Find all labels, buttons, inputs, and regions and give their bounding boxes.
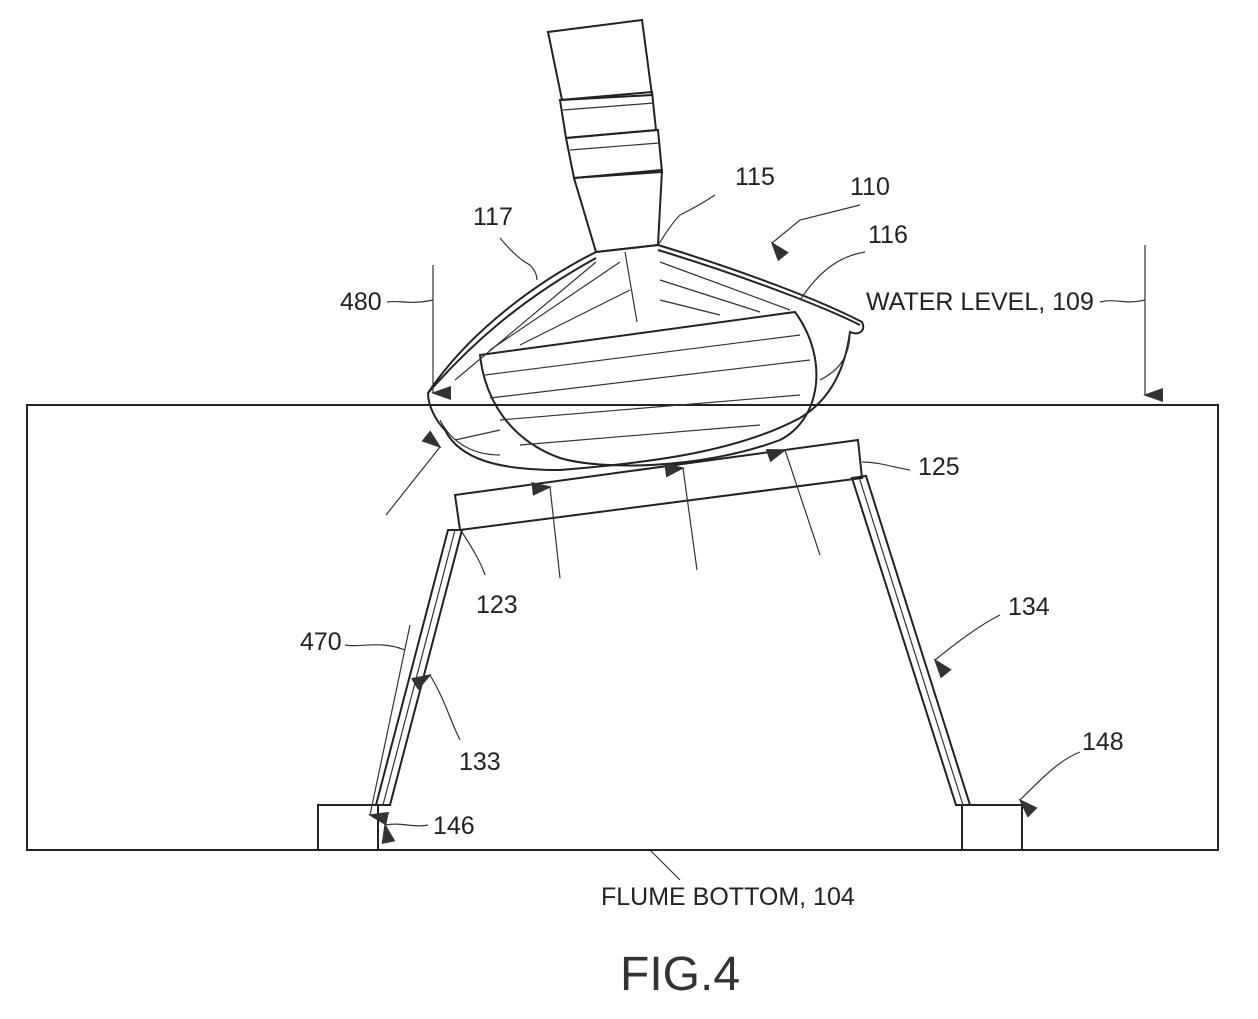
platform-125 bbox=[453, 438, 864, 532]
label-146: 146 bbox=[433, 812, 475, 840]
label-flume-bottom: FLUME BOTTOM, 104 bbox=[601, 883, 855, 911]
figure-label: FIG.4 bbox=[620, 948, 740, 1001]
label-115: 115 bbox=[735, 163, 775, 191]
label-148: 148 bbox=[1082, 728, 1124, 756]
label-125: 125 bbox=[918, 453, 960, 481]
label-110: 110 bbox=[850, 173, 890, 201]
hull-device-110 bbox=[426, 243, 865, 472]
nozzle bbox=[546, 18, 664, 254]
flow-arrows bbox=[368, 245, 1163, 826]
flume-tank bbox=[26, 404, 1219, 851]
right-leg-134 bbox=[850, 474, 972, 806]
left-leg-133 bbox=[374, 529, 464, 806]
left-anchor-block-146 bbox=[317, 804, 379, 851]
label-480: 480 bbox=[340, 288, 382, 316]
label-water-level: WATER LEVEL, 109 bbox=[866, 288, 1094, 316]
label-123: 123 bbox=[476, 591, 518, 619]
label-134: 134 bbox=[1008, 593, 1050, 621]
label-470: 470 bbox=[300, 628, 342, 656]
right-anchor-block-148 bbox=[961, 804, 1023, 851]
leader-lines bbox=[344, 194, 1146, 881]
label-133: 133 bbox=[459, 748, 501, 776]
label-117: 117 bbox=[473, 203, 513, 231]
label-116: 116 bbox=[868, 221, 908, 249]
